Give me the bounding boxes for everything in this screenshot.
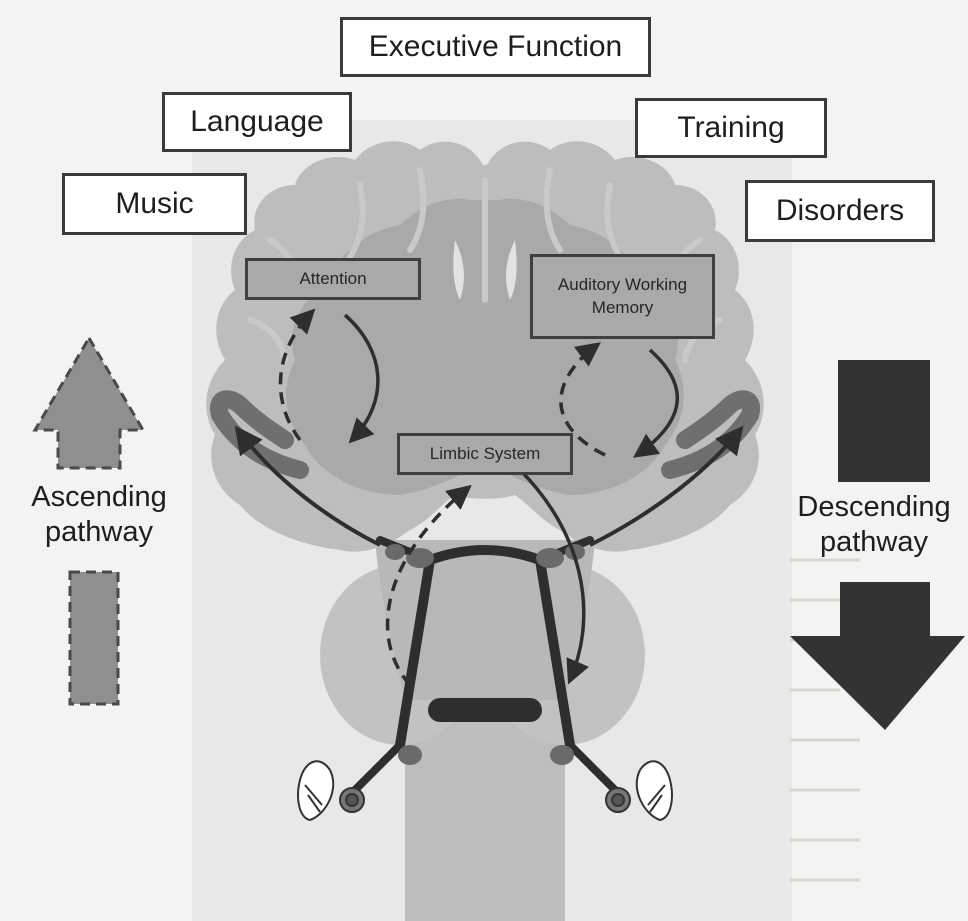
ascending-pathway-label: Ascending pathway — [14, 480, 184, 550]
descending-pathway-label: Descending pathway — [780, 490, 968, 560]
disorders-box: Disorders — [745, 180, 935, 242]
music-box: Music — [62, 173, 247, 235]
executive-function-box: Executive Function — [340, 17, 651, 77]
limbic-system-box: Limbic System — [397, 433, 573, 475]
language-box: Language — [162, 92, 352, 152]
attention-box: Attention — [245, 258, 421, 300]
training-box: Training — [635, 98, 827, 158]
auditory-working-memory-box: Auditory Working Memory — [530, 254, 715, 339]
